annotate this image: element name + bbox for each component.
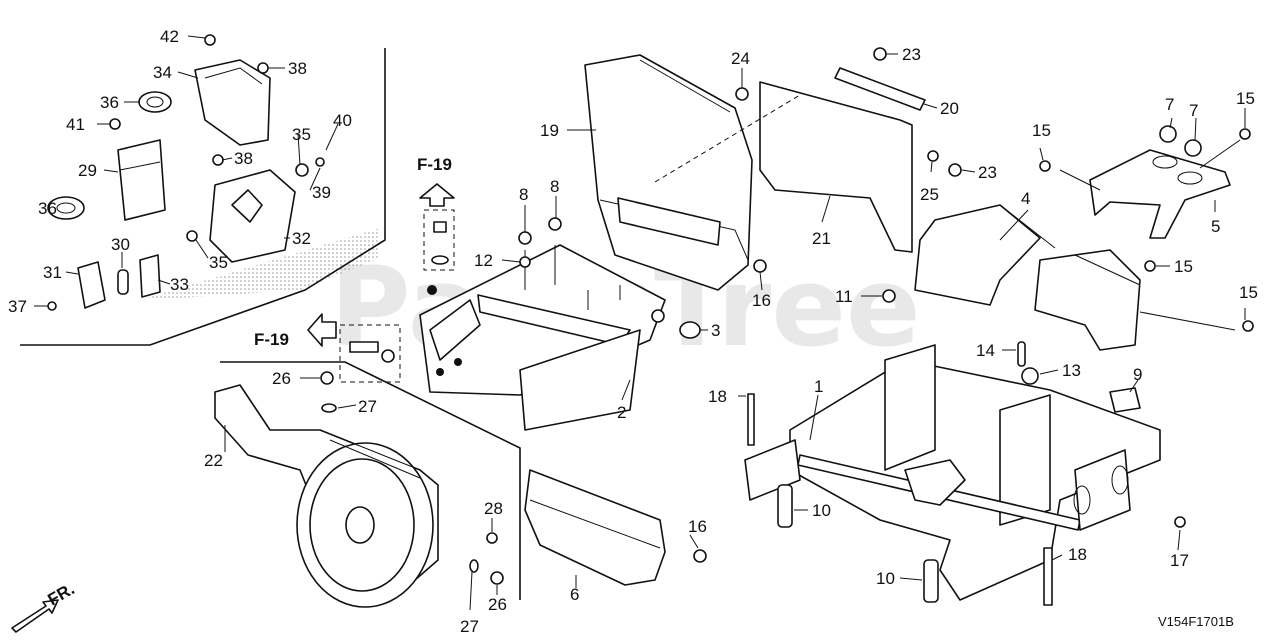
callouts: 42 34 38 36 41 35 40 38 29 39 36 32 30 3…: [8, 27, 1258, 636]
lever-31: [77, 261, 106, 309]
callout-8: 8: [519, 185, 528, 204]
housing-22: [214, 384, 439, 608]
ref-upper-label: F-19: [417, 155, 452, 174]
lower-left-hardware: [320, 371, 504, 585]
plate-32: [209, 169, 296, 263]
callout-7: 7: [1165, 95, 1174, 114]
callout-12: 12: [474, 251, 493, 270]
cover-5: [1089, 149, 1231, 239]
callout-10: 10: [812, 501, 831, 520]
callout-2: 2: [617, 403, 626, 422]
callout-24: 24: [731, 49, 750, 68]
callout-19: 19: [540, 121, 559, 140]
ref-f19-upper: F-19: [417, 155, 455, 271]
callout-15c: 15: [1174, 257, 1193, 276]
callout-37: 37: [8, 297, 27, 316]
callout-8b: 8: [550, 177, 559, 196]
callout-38: 38: [288, 59, 307, 78]
callout-35: 35: [292, 125, 311, 144]
callout-16b: 16: [688, 517, 707, 536]
callout-27: 27: [358, 397, 377, 416]
callout-36b: 36: [38, 199, 57, 218]
callout-11: 11: [835, 287, 853, 306]
cover-19: [584, 54, 753, 291]
callout-10b: 10: [876, 569, 895, 588]
callout-20: 20: [940, 99, 959, 118]
callout-18: 18: [708, 387, 727, 406]
cover-4: [914, 204, 1141, 351]
callout-35b: 35: [209, 253, 228, 272]
callout-17: 17: [1170, 551, 1189, 570]
callout-39: 39: [312, 183, 331, 202]
frame-hardware: [747, 341, 1186, 606]
callout-32: 32: [292, 229, 311, 248]
callout-18b: 18: [1068, 545, 1087, 564]
callout-5: 5: [1211, 217, 1220, 236]
callout-31: 31: [43, 263, 62, 282]
leaders-main: [501, 53, 1246, 581]
callout-22: 22: [204, 451, 223, 470]
callout-15: 15: [1236, 89, 1255, 108]
link-30: [117, 269, 129, 295]
callout-36: 36: [100, 93, 119, 112]
callout-7b: 7: [1189, 101, 1198, 120]
cable-guide-36-upper: [138, 91, 172, 113]
front-indicator: FR.: [11, 579, 78, 633]
strip-20: [834, 67, 926, 111]
callout-9: 9: [1133, 365, 1142, 384]
callout-27b: 27: [460, 617, 479, 636]
callout-13: 13: [1062, 361, 1081, 380]
callout-41: 41: [66, 115, 85, 134]
callout-21: 21: [812, 229, 831, 248]
callout-33: 33: [170, 275, 189, 294]
callout-26b: 26: [488, 595, 507, 614]
bracket-29: [117, 139, 166, 221]
shaded-area: [140, 228, 380, 300]
callout-16: 16: [752, 291, 771, 310]
mounting-plate-2: [419, 244, 666, 431]
callout-42: 42: [160, 27, 179, 46]
fr-arrow-icon: [11, 599, 59, 633]
callout-28: 28: [484, 499, 503, 518]
callout-15b: 15: [1032, 121, 1051, 140]
diagram-code: V154F1701B: [1158, 614, 1234, 629]
left-arrow-icon: [307, 313, 337, 347]
ref-left-label: F-19: [254, 330, 289, 349]
callout-6: 6: [570, 585, 579, 604]
callout-38b: 38: [234, 149, 253, 168]
frame-1: [744, 344, 1161, 601]
callout-30: 30: [111, 235, 130, 254]
ref-f19-left: F-19: [254, 313, 401, 383]
callout-23: 23: [902, 45, 921, 64]
up-arrow-icon: [419, 183, 455, 207]
callout-34: 34: [153, 63, 172, 82]
link-33: [139, 254, 161, 298]
callout-40: 40: [333, 111, 352, 130]
bracket-34: [194, 59, 271, 146]
callout-4: 4: [1021, 189, 1030, 208]
callout-29: 29: [78, 161, 97, 180]
small-hardware: [47, 34, 325, 311]
panel-21: [654, 81, 913, 253]
callout-25: 25: [920, 185, 939, 204]
callout-3: 3: [711, 321, 720, 340]
leaders-lower-left: [224, 377, 699, 611]
callout-26: 26: [272, 369, 291, 388]
callout-15d: 15: [1239, 283, 1258, 302]
callout-23b: 23: [978, 163, 997, 182]
leaders-upper-left: [34, 35, 339, 307]
divider-lower-left: [220, 361, 521, 600]
divider-upper-left: [20, 48, 386, 346]
callout-1: 1: [814, 377, 823, 396]
callout-14: 14: [976, 341, 995, 360]
tray-6: [524, 469, 707, 586]
hardware-top-right: [882, 125, 1254, 332]
